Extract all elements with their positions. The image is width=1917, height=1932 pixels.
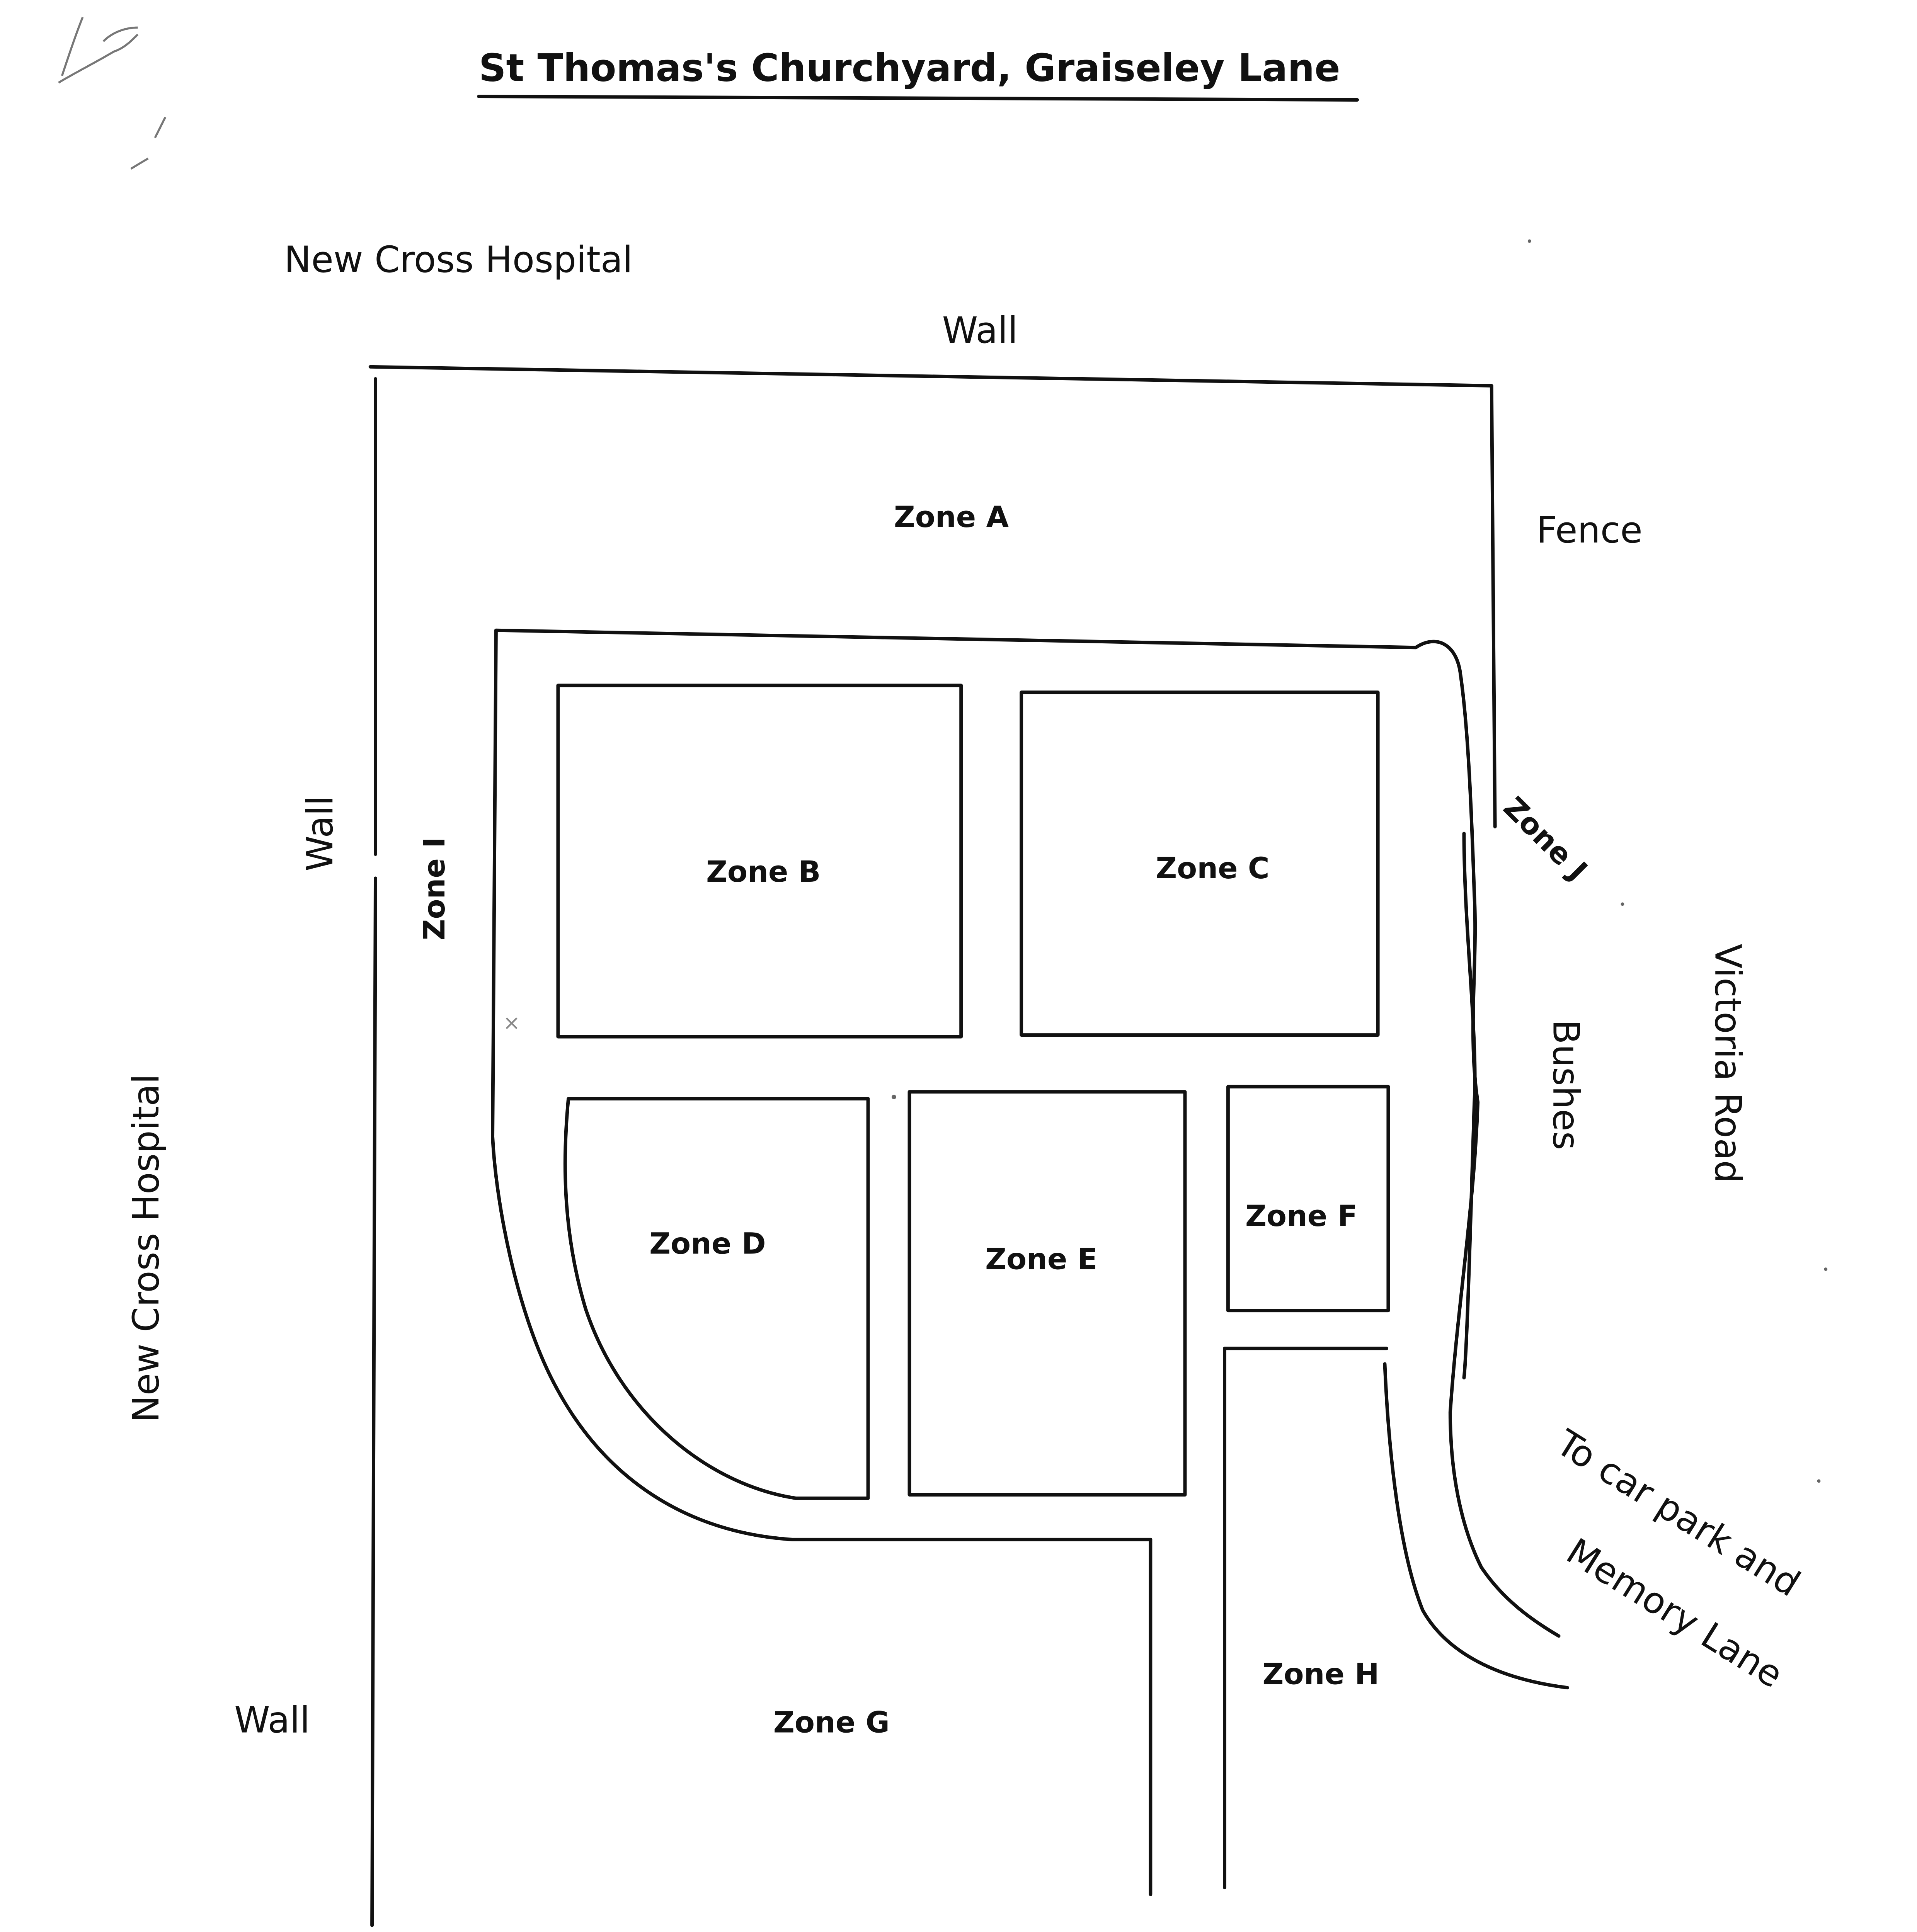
zone-d-label: Zone D: [649, 1227, 766, 1261]
title-underline: [477, 95, 1359, 102]
zone-j-label: Zone J: [1497, 790, 1594, 887]
west-wall-upper-label: Wall: [299, 796, 341, 871]
zone-d-plot: [563, 1097, 870, 1500]
zone-h-west-edge: [1223, 1347, 1388, 1889]
north-neighbour-label: New Cross Hospital: [284, 239, 633, 281]
zone-f-label: Zone F: [1245, 1199, 1357, 1233]
zone-c-label: Zone C: [1156, 851, 1269, 885]
zone-e-label: Zone E: [985, 1242, 1097, 1276]
west-wall: [370, 377, 377, 1927]
zone-g-label: Zone G: [773, 1706, 890, 1740]
north-wall-label: Wall: [942, 310, 1018, 352]
west-wall-lower-label: Wall: [234, 1699, 310, 1742]
zone-a-label: Zone A: [894, 500, 1009, 534]
car-park-path-edge: [1383, 1362, 1569, 1690]
zone-i-label: Zone I: [417, 837, 451, 940]
zone-b-plot: [556, 684, 963, 1039]
west-path-outline: [491, 628, 1153, 1541]
handwritten-initials: [58, 17, 167, 170]
inner-path-outline: [494, 628, 1561, 1638]
north-wall: [368, 365, 1493, 388]
fence-label: Fence: [1536, 509, 1643, 551]
bushes-label: Bushes: [1545, 1019, 1587, 1150]
west-neighbour-label: New Cross Hospital: [125, 1074, 167, 1422]
east-path-inner-edge: [1462, 832, 1477, 1379]
zone-c-plot: [1020, 690, 1380, 1037]
zone-h-label: Zone H: [1263, 1657, 1379, 1691]
page-title: St Thomas's Churchyard, Graiseley Lane: [479, 46, 1340, 90]
victoria-road-label: Victoria Road: [1707, 944, 1749, 1183]
zone-b-label: Zone B: [706, 855, 821, 889]
east-fence: [1490, 384, 1497, 828]
svg-text:×: ×: [503, 1010, 520, 1035]
zone-e-plot: [907, 1090, 1187, 1497]
zone-f-plot: [1226, 1085, 1390, 1313]
